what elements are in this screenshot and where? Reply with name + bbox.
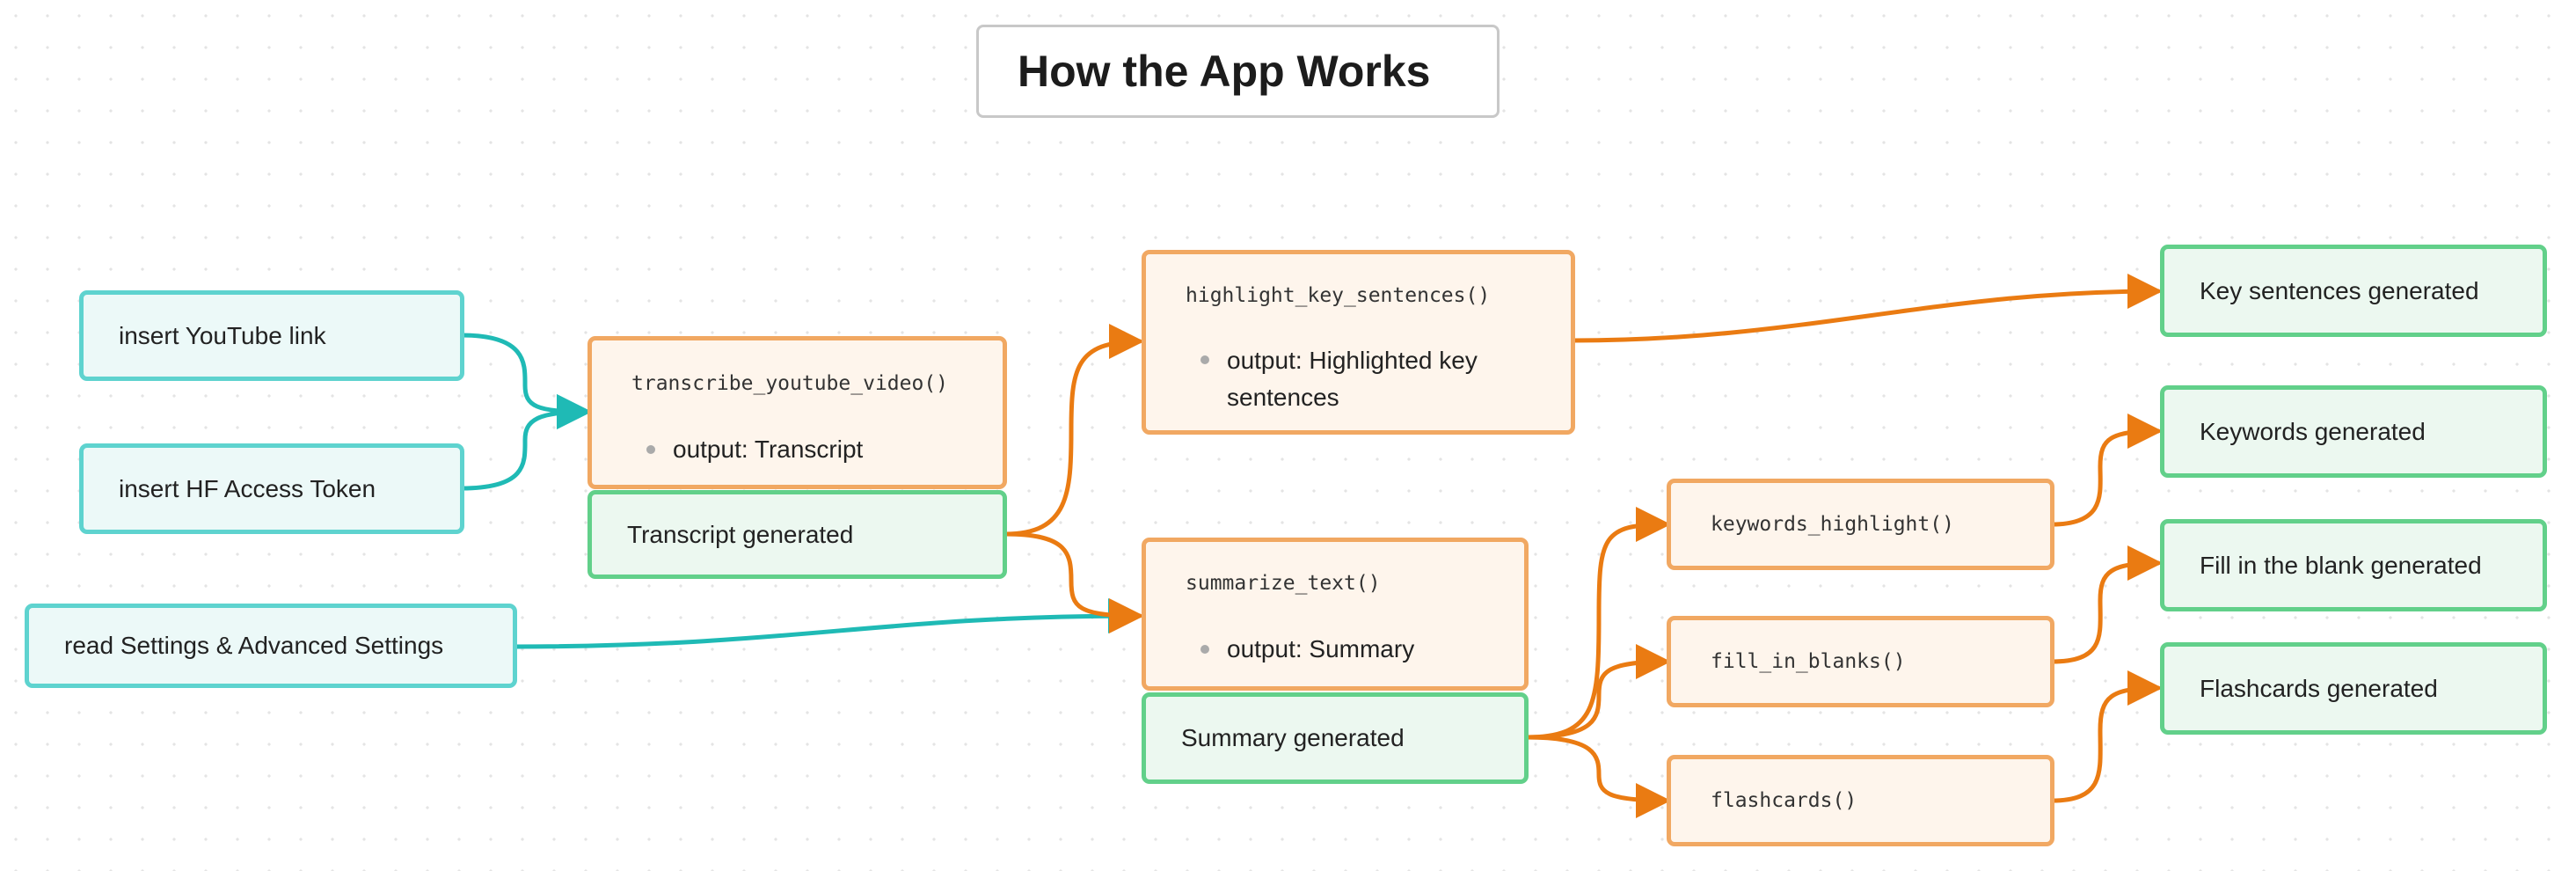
node-fill-in-blank-generated[interactable]: Fill in the blank generated [2160,519,2547,611]
function-name: flashcards() [1711,789,1857,812]
function-name: summarize_text() [1186,572,1381,595]
node-flashcards[interactable]: flashcards() [1667,755,2054,846]
node-summary-generated[interactable]: Summary generated [1142,692,1529,784]
node-fill-in-blanks[interactable]: fill_in_blanks() [1667,616,2054,707]
function-name: highlight_key_sentences() [1186,284,1491,307]
bullet-dot [646,445,655,454]
edge-summary-to-fillblanks [1524,644,1671,740]
node-label: Summary generated [1181,724,1405,751]
edge-keywords-to-result [2049,414,2163,527]
node-key-sentences-generated[interactable]: Key sentences generated [2160,245,2547,337]
edge-summary-to-flashcards [1524,735,1671,818]
edge-youtube-to-transcribe [459,333,592,429]
node-transcribe-youtube-video[interactable]: transcribe_youtube_video() output: Trans… [587,336,1007,489]
node-label: insert YouTube link [119,321,326,349]
bullet-dot [1200,355,1209,364]
node-label: Flashcards generated [2200,674,2438,702]
node-insert-hf-token[interactable]: insert HF Access Token [79,443,464,534]
edge-flashcards-to-result [2049,670,2163,803]
node-label: insert HF Access Token [119,474,376,502]
function-name: keywords_highlight() [1711,513,1954,536]
function-output-continued: sentences [1227,384,1339,411]
edge-fillblanks-to-result [2049,545,2163,664]
node-keywords-generated[interactable]: Keywords generated [2160,385,2547,478]
function-name: transcribe_youtube_video() [631,372,949,395]
node-insert-youtube-link[interactable]: insert YouTube link [79,290,464,381]
node-summarize-text[interactable]: summarize_text() output: Summary [1142,538,1529,691]
node-label: Fill in the blank generated [2200,551,2482,579]
node-flashcards-generated[interactable]: Flashcards generated [2160,642,2547,735]
node-label: Transcript generated [627,520,854,548]
node-keywords-highlight[interactable]: keywords_highlight() [1667,479,2054,570]
node-highlight-key-sentences[interactable]: highlight_key_sentences() output: Highli… [1142,250,1575,435]
node-label: Key sentences generated [2200,276,2479,304]
edge-token-to-transcribe [459,394,592,491]
function-output: output: Transcript [673,436,864,463]
node-transcript-generated[interactable]: Transcript generated [587,490,1007,579]
edge-summary-to-keywords [1524,507,1671,740]
edge-settings-to-summarize [512,598,1143,649]
bullet-dot [1200,645,1209,654]
function-output: output: Highlighted key [1227,347,1478,374]
node-label: read Settings & Advanced Settings [64,632,444,659]
title-box: How the App Works [976,25,1500,118]
function-name: fill_in_blanks() [1711,650,1906,673]
node-read-settings[interactable]: read Settings & Advanced Settings [25,604,517,688]
node-label: Keywords generated [2200,417,2426,445]
edge-transcript-to-highlight [1003,324,1144,537]
diagram-title: How the App Works [1018,47,1431,96]
edge-highlight-to-keysentences [1571,274,2163,343]
edge-transcript-to-summarize [1003,531,1144,633]
function-output: output: Summary [1227,635,1415,662]
